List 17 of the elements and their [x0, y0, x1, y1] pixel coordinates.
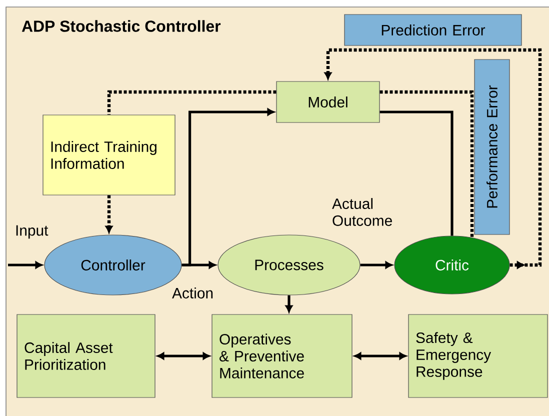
arrow	[360, 261, 392, 269]
arrow	[182, 108, 274, 266]
arrow	[105, 195, 113, 233]
process-box: Safety & Emergency Response	[408, 314, 548, 398]
arrow	[285, 295, 293, 312]
info-box: Indirect Training Information	[42, 114, 176, 196]
edge-label: Actual Outcome	[332, 198, 392, 226]
arrow	[324, 48, 542, 269]
model-box: Model	[276, 81, 380, 123]
arrow	[157, 352, 210, 360]
error-box: Prediction Error	[344, 14, 522, 46]
title: ADP Stochastic Controller	[22, 20, 221, 32]
process-box: Capital Asset Prioritization	[16, 314, 156, 398]
arrow	[354, 352, 406, 360]
arrow	[8, 261, 42, 269]
process-box: Operatives & Preventive Maintenance	[212, 314, 352, 398]
error-box: Performance Error	[474, 59, 510, 235]
